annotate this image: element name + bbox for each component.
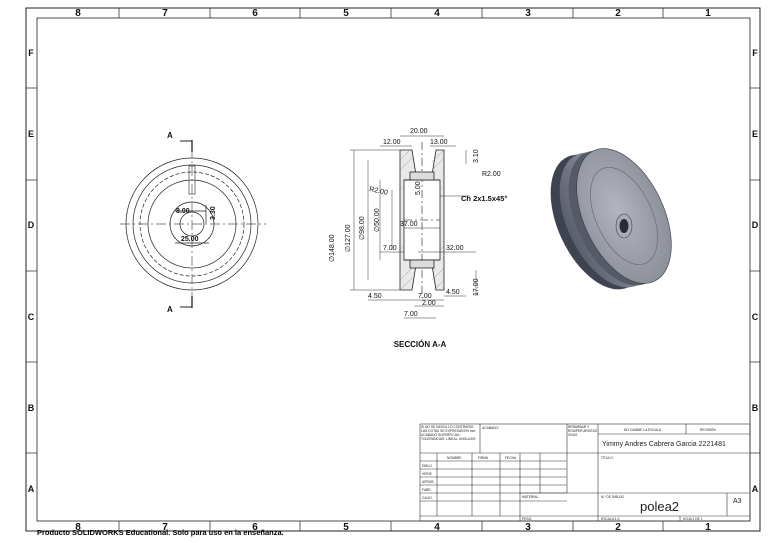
dim-label: 25.00 [181, 236, 199, 243]
dim-label: 7.00 [418, 293, 432, 300]
finish-label: ACABADO: [482, 426, 499, 430]
dim-label: 3.10 [473, 149, 480, 163]
section-title: SECCIÓN A-A [394, 340, 447, 349]
material-label: MATERIAL: [522, 495, 539, 499]
deburr-note: REBARBAR Y ROMPER ARISTAS VIVAS [568, 425, 598, 438]
section-marker-a-bottom: A [167, 305, 173, 314]
dim-label: 2.00 [422, 300, 436, 307]
header-firma: FIRMA [478, 456, 489, 460]
col-label: 4 [434, 522, 440, 533]
row-label: C [752, 312, 759, 322]
col-label: 4 [434, 8, 440, 19]
col-label: 7 [162, 522, 168, 533]
dim-label: 37.00 [400, 221, 418, 228]
row-label: F [28, 48, 34, 58]
row-label: C [28, 312, 35, 322]
row-label: F [752, 48, 758, 58]
tolerance-notes: SI NO SE INDICA LO CONTRARIO: LAS COTAS … [421, 425, 476, 442]
col-label: 1 [705, 8, 711, 19]
col-label: 5 [343, 8, 349, 19]
col-label: 1 [705, 522, 711, 533]
dim-label: 8.00 [176, 208, 190, 215]
row-label: B [28, 403, 35, 413]
section-hatching [399, 149, 445, 291]
col-label: 2 [615, 8, 621, 19]
dim-label: 3.30 [210, 206, 217, 220]
col-label: 3 [525, 8, 531, 19]
dim-label: 20.00 [410, 128, 428, 135]
row-label: E [752, 129, 758, 139]
isometric-pulley [550, 148, 672, 290]
no-scale-note: NO CAMBIE LA ESCALA [624, 428, 662, 432]
col-label: 8 [75, 8, 81, 19]
dim-label: 5.00 [415, 181, 422, 195]
dim-label: ∅50.00 [374, 208, 381, 232]
row-label: E [28, 129, 34, 139]
section-view [399, 142, 445, 298]
dim-label: 7.00 [404, 311, 418, 318]
revision-label: REVISIÓN [700, 427, 716, 432]
col-label: 7 [162, 8, 168, 19]
role-label: FABR. [422, 488, 432, 492]
col-label: 6 [252, 8, 258, 19]
inner-border [36, 17, 751, 522]
dim-label: ∅127.00 [345, 224, 352, 252]
section-dim-lines [350, 135, 477, 319]
role-label: DIBUJ. [422, 464, 433, 468]
dim-label: 12.00 [383, 139, 401, 146]
sheet-label: HOJA 1 DE 1 [683, 517, 703, 521]
role-label: CALID. [422, 496, 433, 500]
weight-label: PESO: [522, 517, 532, 521]
dim-label: R2.00 [369, 186, 389, 197]
dim-label: 32.00 [446, 245, 464, 252]
row-label: D [28, 220, 35, 230]
scale-label: ESCALA:1:2 [601, 517, 620, 521]
row-label: D [752, 220, 759, 230]
header-nombre: NOMBRE [447, 456, 462, 460]
col-label: 2 [615, 522, 621, 533]
dim-label: ∅148.00 [329, 234, 336, 262]
educational-watermark: Producto SOLIDWORKS Educational. Solo pa… [37, 528, 284, 537]
front-view [120, 140, 266, 308]
col-label: 3 [525, 522, 531, 533]
role-label: APROB. [422, 480, 435, 484]
title-block [419, 423, 751, 522]
row-label: A [752, 484, 759, 494]
outer-border [25, 7, 761, 532]
dim-label: 4.50 [368, 293, 382, 300]
col-label: 6 [252, 522, 258, 533]
title-label: TÍTULO: [601, 456, 614, 460]
drawing-number-label: N.º DE DIBUJO [601, 495, 624, 499]
zone-ticks [26, 8, 760, 531]
chamfer-note: Ch 2x1.5x45° [461, 194, 507, 203]
role-label: VERIF. [422, 472, 432, 476]
header-fecha: FECHA [505, 456, 517, 460]
dim-label: 13.00 [430, 139, 448, 146]
row-label: B [752, 403, 759, 413]
section-marker-a-top: A [167, 131, 173, 140]
row-label: A [28, 484, 35, 494]
author-name: Yimmy Andres Cabrera Garcia 2221481 [602, 441, 726, 448]
dim-label: R2.00 [482, 171, 501, 178]
sheet-size: A3 [733, 498, 742, 505]
col-label: 8 [75, 522, 81, 533]
section-dims: 20.00 12.00 13.00 3.10 R2.00 R2.00 5.00 … [329, 128, 507, 318]
drawing-name: polea2 [640, 499, 679, 514]
dim-label: ∅98.00 [359, 216, 366, 240]
dim-label: 7.00 [383, 245, 397, 252]
col-label: 5 [343, 522, 349, 533]
dim-label: 4.50 [446, 289, 460, 296]
dim-label: 17.00 [473, 278, 480, 296]
